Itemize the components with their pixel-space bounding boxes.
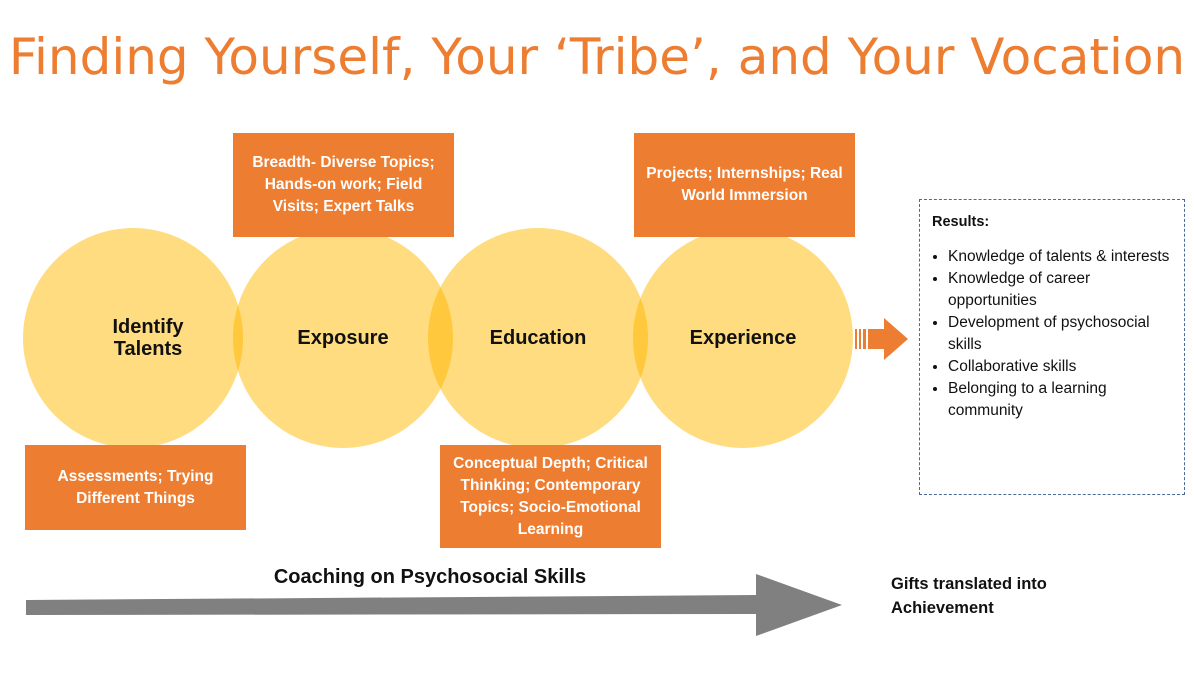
results-item: Belonging to a learning community	[948, 378, 1172, 422]
label-experience: Experience	[689, 327, 797, 349]
results-item: Development of psychosocial skills	[948, 312, 1172, 356]
circle-experience	[633, 228, 853, 448]
label-exposure: Exposure	[297, 327, 389, 349]
coaching-arrow-icon	[26, 574, 842, 636]
results-item: Knowledge of talents & interests	[948, 246, 1172, 268]
results-heading: Results:	[932, 214, 990, 230]
circle-identify-talents	[23, 228, 243, 448]
box-education-activities: Conceptual Depth; Critical Thinking; Con…	[440, 445, 661, 548]
results-item: Collaborative skills	[948, 356, 1172, 378]
results-list: Knowledge of talents & interests Knowled…	[932, 246, 1172, 422]
box-experience-activities: Projects; Internships; Real World Immers…	[634, 133, 855, 237]
gifts-label: Gifts translated into Achievement	[891, 575, 1047, 617]
results-box: Results: Knowledge of talents & interest…	[919, 199, 1185, 495]
page-title: Finding Yourself, Your ‘Tribe’, and Your…	[8, 28, 1186, 86]
circle-exposure	[233, 228, 453, 448]
box-identify-activities: Assessments; Trying Different Things	[25, 445, 246, 530]
circle-education	[428, 228, 648, 448]
coaching-label: Coaching on Psychosocial Skills	[273, 566, 587, 588]
orange-arrow-icon	[855, 318, 908, 360]
results-item: Knowledge of career opportunities	[948, 268, 1172, 312]
label-education: Education	[489, 327, 587, 349]
label-identify-talents: Identify Talents	[112, 316, 184, 360]
box-exposure-activities: Breadth- Diverse Topics; Hands-on work; …	[233, 133, 454, 237]
